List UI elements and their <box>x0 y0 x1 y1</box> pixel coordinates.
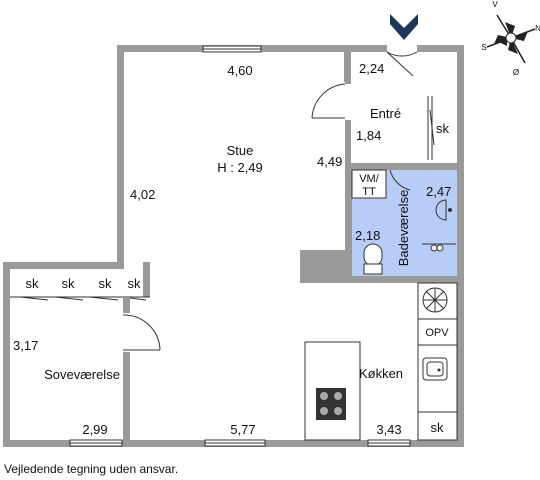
dim-sove-height: 3,17 <box>13 338 38 353</box>
windows <box>69 45 411 447</box>
dim-entre-height: 1,84 <box>356 128 381 143</box>
entre-wardrobe <box>427 96 435 160</box>
dim-sove-bottom: 2,99 <box>82 422 107 437</box>
room-name-stue: Stue <box>227 143 254 158</box>
room-name-badevaerelse: Badeværelse <box>396 190 411 267</box>
washer-label-top: VM/ <box>359 173 380 185</box>
dim-stue-top: 4,60 <box>227 63 252 78</box>
entre-wardrobe-label: sk <box>436 121 450 136</box>
dim-bottom-mid: 5,77 <box>230 422 255 437</box>
bathroom <box>345 163 457 283</box>
wardrobe-label-2: sk <box>62 276 76 291</box>
kitchen <box>304 282 458 441</box>
bedroom-wardrobe <box>10 262 150 301</box>
dim-bath-width: 2,47 <box>426 184 451 199</box>
stue-height: H : 2,49 <box>217 160 263 175</box>
wardrobe-label-4: sk <box>128 276 142 291</box>
washer-label-bottom: TT <box>362 186 376 198</box>
column <box>300 250 345 283</box>
room-name-sovevaerelse: Soveværelse <box>44 367 120 382</box>
kitchen-wardrobe-label: sk <box>431 420 445 435</box>
compass-south: S <box>481 43 486 52</box>
compass-east: Ø <box>513 68 519 77</box>
wardrobe-label-3: sk <box>99 276 113 291</box>
entrance-arrow-icon <box>390 14 418 40</box>
bedroom-partition <box>122 297 161 440</box>
dim-stue-right: 4,49 <box>317 154 342 169</box>
compass-icon <box>486 14 536 64</box>
room-name-entre: Entré <box>370 106 401 121</box>
dim-entre-width: 2,24 <box>359 61 384 76</box>
dim-bath-height: 2,18 <box>355 228 380 243</box>
compass-north: N <box>535 24 540 33</box>
entre-partition <box>311 52 351 165</box>
disclaimer: Vejledende tegning uden ansvar. <box>4 462 179 476</box>
wardrobe-label-1: sk <box>26 276 40 291</box>
entrance-door <box>386 44 418 77</box>
room-name-kokken: Køkken <box>359 366 403 381</box>
compass-west: V <box>492 0 498 9</box>
dim-kitchen-bottom: 3,43 <box>376 422 401 437</box>
bath-bottom-wall <box>345 276 457 283</box>
dim-stue-left: 4,02 <box>130 187 155 202</box>
opv-label: OPV <box>425 327 449 339</box>
